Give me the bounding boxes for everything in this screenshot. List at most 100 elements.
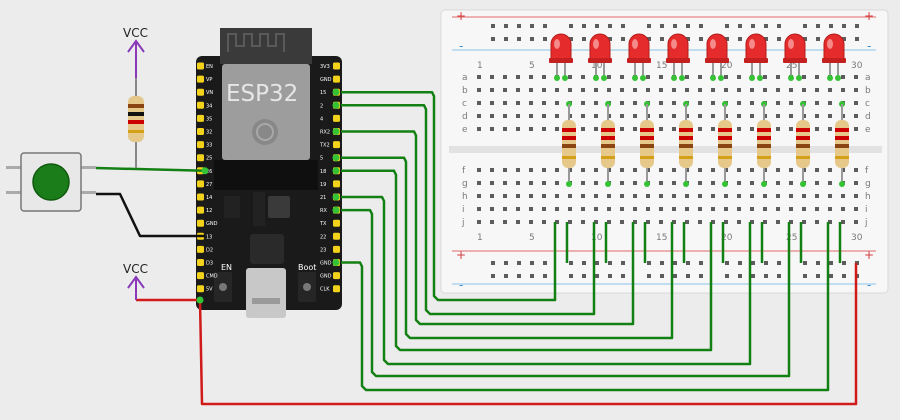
rail-hole[interactable] (595, 24, 599, 28)
breadboard-hole[interactable] (542, 114, 546, 118)
breadboard-hole[interactable] (828, 127, 832, 131)
esp32-pin-left[interactable] (197, 114, 204, 122)
breadboard-hole[interactable] (620, 75, 624, 79)
breadboard-hole[interactable] (750, 101, 754, 105)
breadboard-hole[interactable] (724, 88, 728, 92)
rail-hole[interactable] (803, 24, 807, 28)
breadboard-hole[interactable] (711, 114, 715, 118)
breadboard-hole[interactable] (737, 114, 741, 118)
breadboard-hole[interactable] (542, 168, 546, 172)
led[interactable] (550, 33, 572, 63)
breadboard-hole[interactable] (607, 207, 611, 211)
breadboard-hole[interactable] (789, 181, 793, 185)
breadboard-hole[interactable] (750, 88, 754, 92)
breadboard-hole[interactable] (516, 207, 520, 211)
breadboard-hole[interactable] (516, 75, 520, 79)
breadboard-hole[interactable] (685, 194, 689, 198)
esp32-pin-left[interactable] (197, 141, 204, 149)
breadboard-hole[interactable] (698, 207, 702, 211)
breadboard-hole[interactable] (607, 220, 611, 224)
rail-hole[interactable] (582, 24, 586, 28)
breadboard-hole[interactable] (542, 181, 546, 185)
breadboard-hole[interactable] (815, 88, 819, 92)
breadboard-hole[interactable] (685, 75, 689, 79)
breadboard-hole[interactable] (633, 101, 637, 105)
breadboard-hole[interactable] (724, 207, 728, 211)
breadboard-hole[interactable] (815, 127, 819, 131)
breadboard-hole[interactable] (646, 194, 650, 198)
breadboard-hole[interactable] (815, 101, 819, 105)
rail-hole[interactable] (504, 24, 508, 28)
rail-hole[interactable] (491, 37, 495, 41)
rail-hole[interactable] (699, 24, 703, 28)
rail-hole[interactable] (517, 24, 521, 28)
rail-hole[interactable] (816, 37, 820, 41)
breadboard-hole[interactable] (620, 88, 624, 92)
breadboard-hole[interactable] (529, 220, 533, 224)
breadboard-hole[interactable] (503, 88, 507, 92)
breadboard-hole[interactable] (503, 127, 507, 131)
rail-hole[interactable] (686, 274, 690, 278)
breadboard-hole[interactable] (763, 207, 767, 211)
rail-hole[interactable] (829, 274, 833, 278)
led-signal-wire[interactable] (341, 169, 713, 352)
led[interactable] (589, 33, 611, 63)
rail-hole[interactable] (842, 37, 846, 41)
breadboard-hole[interactable] (750, 168, 754, 172)
breadboard-hole[interactable] (828, 194, 832, 198)
breadboard-hole[interactable] (646, 88, 650, 92)
breadboard-hole[interactable] (542, 220, 546, 224)
esp32-board[interactable]: ESP32 EN Boot ENVPVN343532332526271412GN… (196, 28, 342, 318)
breadboard-hole[interactable] (542, 75, 546, 79)
breadboard-hole[interactable] (581, 101, 585, 105)
breadboard-hole[interactable] (646, 207, 650, 211)
esp32-pin-left[interactable] (197, 101, 204, 109)
breadboard-hole[interactable] (698, 181, 702, 185)
breadboard-hole[interactable] (594, 168, 598, 172)
breadboard-hole[interactable] (503, 101, 507, 105)
breadboard-hole[interactable] (789, 168, 793, 172)
rail-hole[interactable] (686, 24, 690, 28)
rail-hole[interactable] (816, 261, 820, 265)
rail-hole[interactable] (816, 24, 820, 28)
breadboard-hole[interactable] (594, 194, 598, 198)
rail-hole[interactable] (647, 261, 651, 265)
wires[interactable] (95, 88, 858, 406)
rail-hole[interactable] (673, 261, 677, 265)
breadboard-hole[interactable] (789, 207, 793, 211)
breadboard-hole[interactable] (477, 101, 481, 105)
breadboard-hole[interactable] (828, 207, 832, 211)
breadboard-hole[interactable] (529, 207, 533, 211)
breadboard-hole[interactable] (685, 88, 689, 92)
breadboard-hole[interactable] (529, 114, 533, 118)
rail-hole[interactable] (543, 274, 547, 278)
rail-hole[interactable] (491, 274, 495, 278)
rail-hole[interactable] (764, 24, 768, 28)
breadboard-hole[interactable] (516, 88, 520, 92)
breadboard-hole[interactable] (776, 168, 780, 172)
breadboard-hole[interactable] (516, 127, 520, 131)
rail-hole[interactable] (621, 261, 625, 265)
breadboard-hole[interactable] (477, 127, 481, 131)
breadboard[interactable]: + + - - + + - - 115510101515202025253030… (440, 9, 889, 294)
breadboard-hole[interactable] (854, 88, 858, 92)
breadboard-hole[interactable] (581, 181, 585, 185)
breadboard-hole[interactable] (516, 101, 520, 105)
breadboard-hole[interactable] (750, 220, 754, 224)
rail-hole[interactable] (491, 24, 495, 28)
breadboard-hole[interactable] (828, 220, 832, 224)
breadboard-hole[interactable] (737, 101, 741, 105)
breadboard-hole[interactable] (581, 207, 585, 211)
breadboard-hole[interactable] (672, 194, 676, 198)
rail-hole[interactable] (699, 261, 703, 265)
esp32-pin-right[interactable] (333, 114, 340, 122)
rail-hole[interactable] (569, 261, 573, 265)
breadboard-hole[interactable] (711, 194, 715, 198)
breadboard-hole[interactable] (646, 220, 650, 224)
breadboard-hole[interactable] (763, 220, 767, 224)
rail-hole[interactable] (595, 261, 599, 265)
breadboard-hole[interactable] (529, 194, 533, 198)
esp32-pin-left[interactable] (197, 154, 204, 162)
rail-hole[interactable] (751, 274, 755, 278)
breadboard-hole[interactable] (854, 181, 858, 185)
